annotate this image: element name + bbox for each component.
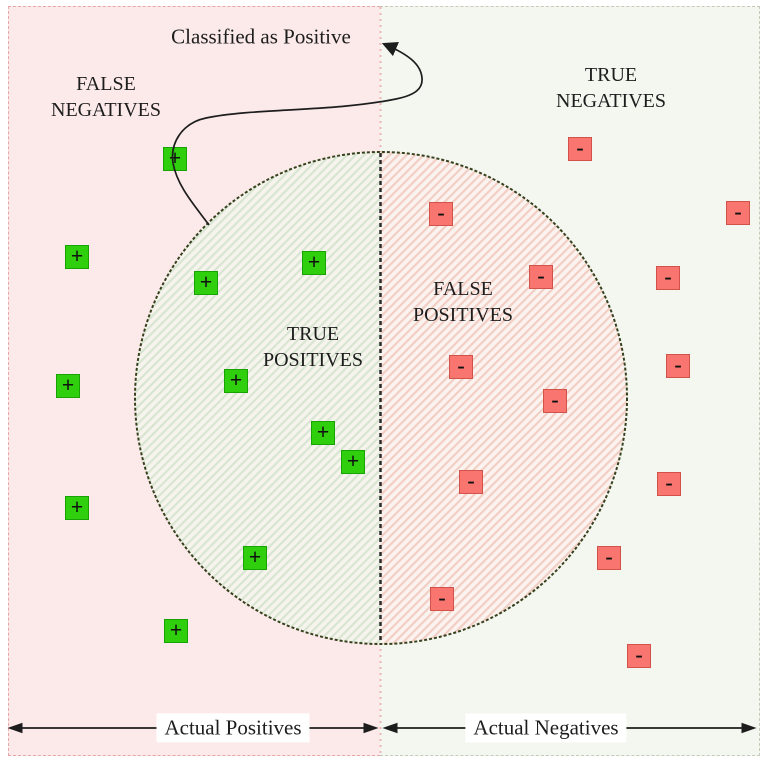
false-negatives-label: FALSE NEGATIVES [51,73,161,121]
actual-negatives-label: Actual Negatives [465,713,627,743]
true-positives-label: TRUE POSITIVES [262,323,364,371]
actual-negatives-region [380,6,760,756]
classified-as-positive-label: Classified as Positive [171,24,351,49]
actual-positives-label: Actual Positives [156,713,310,743]
true-negatives-label: TRUE NEGATIVES [556,64,666,112]
false-positives-label: FALSE POSITIVES [412,278,514,326]
